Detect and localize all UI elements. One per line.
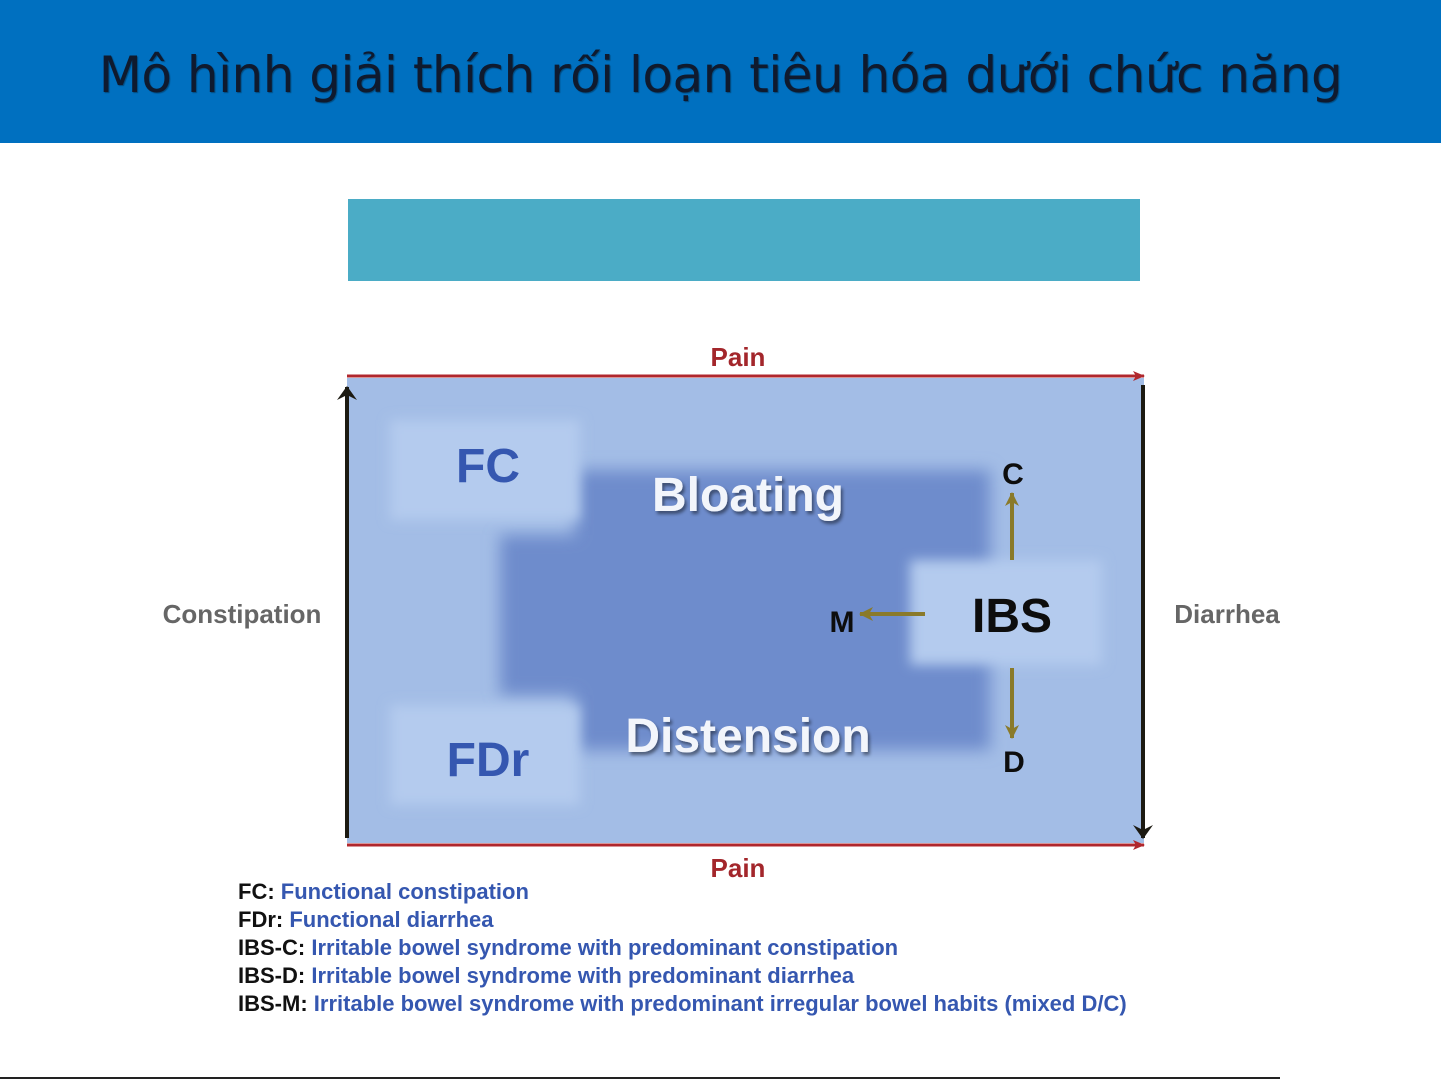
bloating-label: Bloating	[652, 469, 844, 522]
pain-label-bottom: Pain	[711, 853, 766, 883]
title-bar: Mô hình giải thích rối loạn tiêu hóa dướ…	[0, 0, 1441, 143]
fdr-box	[390, 705, 580, 805]
c-label: C	[1002, 458, 1024, 491]
bottom-divider	[0, 1077, 1280, 1079]
fc-label: FC	[456, 440, 520, 493]
legend-item-ibs-d: IBS-D: Irritable bowel syndrome with pre…	[238, 963, 855, 988]
dark-region	[500, 470, 990, 750]
fdr-label: FDr	[447, 734, 530, 787]
m-label: M	[830, 606, 855, 639]
ibs-label: IBS	[972, 590, 1052, 643]
legend-item-ibs-m: IBS-M: Irritable bowel syndrome with pre…	[238, 991, 1127, 1016]
distension-label: Distension	[625, 710, 870, 763]
legend-item-ibs-c: IBS-C: Irritable bowel syndrome with pre…	[238, 935, 899, 960]
constipation-label: Constipation	[163, 599, 322, 629]
legend: FC: Functional constipation FDr: Functio…	[238, 878, 1127, 1018]
pain-label-top: Pain	[711, 342, 766, 372]
teal-header-box	[348, 199, 1140, 281]
fc-box	[390, 420, 580, 520]
slide-title: Mô hình giải thích rối loạn tiêu hóa dướ…	[98, 46, 1343, 104]
ibs-box	[910, 560, 1102, 665]
legend-item-fc: FC: Functional constipation	[238, 879, 529, 904]
d-label: D	[1003, 746, 1025, 779]
diarrhea-label: Diarrhea	[1174, 599, 1280, 629]
legend-item-fdr: FDr: Functional diarrhea	[238, 907, 494, 932]
